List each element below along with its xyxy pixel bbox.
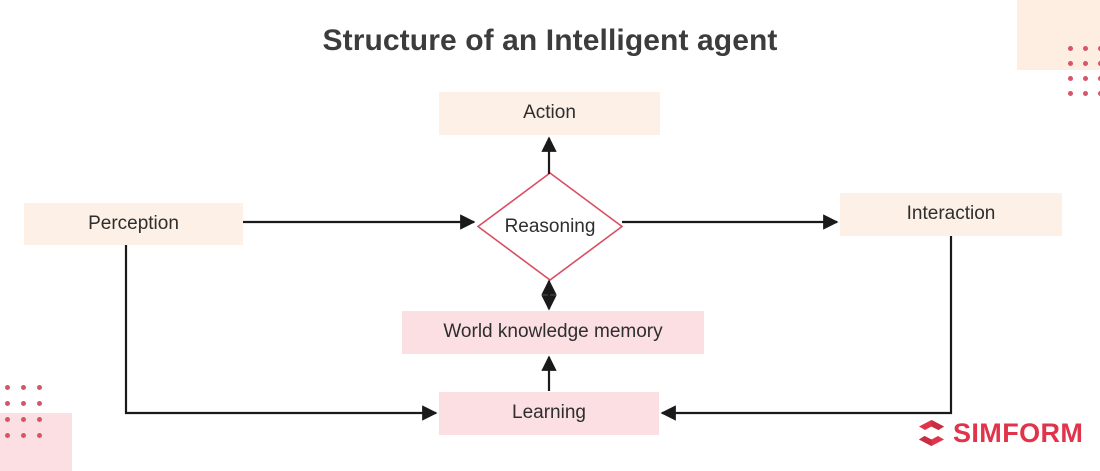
- node-learning-label: Learning: [512, 402, 586, 424]
- top-right-dot-grid: [1068, 46, 1100, 106]
- top-right-decoration-block: [1017, 0, 1100, 70]
- node-action-label: Action: [523, 102, 576, 124]
- node-reasoning[interactable]: Reasoning: [476, 172, 624, 281]
- simform-s-mark-icon: [919, 420, 944, 446]
- edge-interaction-to-learning: [660, 236, 953, 421]
- node-memory-label: World knowledge memory: [443, 321, 663, 343]
- node-perception[interactable]: Perception: [24, 203, 243, 245]
- edge-perception-to-learning: [124, 245, 438, 421]
- bottom-left-decoration-block: [0, 413, 72, 471]
- simform-logo-text: SIMFORM: [953, 417, 1084, 448]
- node-interaction[interactable]: Interaction: [840, 193, 1062, 236]
- simform-logo: SIMFORM: [915, 417, 1083, 449]
- node-perception-label: Perception: [88, 212, 179, 234]
- bottom-left-dot-grid: [5, 385, 53, 449]
- node-interaction-label: Interaction: [906, 203, 996, 225]
- page-title: Structure of an Intelligent agent: [322, 24, 778, 57]
- node-reasoning-label: Reasoning: [504, 215, 596, 237]
- node-world-knowledge-memory[interactable]: World knowledge memory: [402, 311, 704, 354]
- node-action[interactable]: Action: [439, 92, 660, 135]
- node-learning[interactable]: Learning: [439, 392, 659, 435]
